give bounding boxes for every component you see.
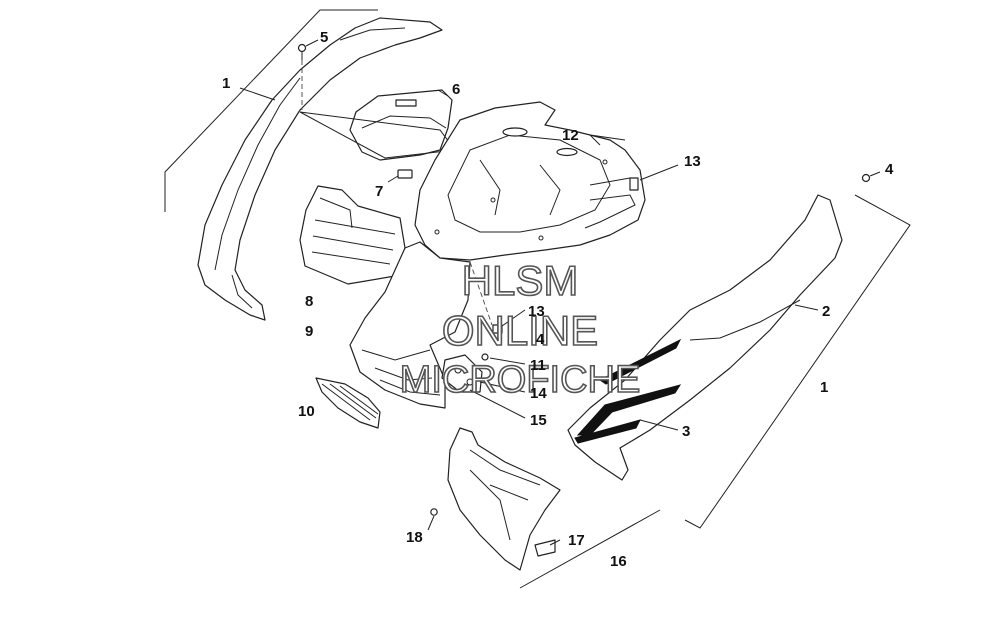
callout-3: 3: [682, 423, 690, 440]
part-5-screw: [297, 39, 319, 110]
part-13-clip-center: [492, 324, 503, 334]
part-14-bracket: [441, 354, 483, 393]
callout-2: 2: [822, 303, 830, 320]
watermark-line1: HLSM: [462, 257, 579, 304]
callout-7: 7: [375, 183, 383, 200]
callout-14: 14: [530, 385, 547, 402]
dash-center: [469, 261, 493, 326]
leader-11: [489, 357, 526, 365]
part-1-left-panel: [197, 17, 443, 321]
callout-12: 12: [562, 127, 579, 144]
callout-4-right: 4: [885, 161, 894, 178]
leader-1-left: [239, 87, 276, 101]
callout-1-left: 1: [222, 75, 230, 92]
part-9-front-panel: [349, 241, 471, 409]
watermark: HLSM ONLINE MICROFICHE: [399, 256, 641, 402]
callout-13-upper: 13: [684, 153, 701, 170]
callout-4-center: 4: [536, 331, 545, 348]
main-hood: [414, 101, 646, 261]
part-11-screw: [481, 353, 489, 361]
bracket-1-left: [164, 9, 378, 212]
part-18-screw: [430, 508, 438, 516]
callout-8: 8: [305, 293, 313, 310]
part-3-decal: [574, 338, 682, 444]
part-17-insert: [534, 539, 556, 557]
part-10-mesh: [315, 377, 381, 429]
part-8-vent: [299, 185, 406, 285]
callouts: 1 5 6 7 8 9 10 12 13 4 2 1 3 13 4 11 14 …: [222, 29, 894, 570]
callout-1-right: 1: [820, 379, 828, 396]
callout-18: 18: [406, 529, 423, 546]
leader-12: [588, 134, 626, 146]
watermark-line3: MICROFICHE: [400, 359, 641, 401]
bracket-1-right: [684, 194, 911, 529]
callout-16: 16: [610, 553, 627, 570]
part-13-clip-upper: [629, 164, 679, 191]
leader-17: [549, 539, 561, 546]
leader-18: [427, 515, 435, 531]
leader-2: [794, 304, 819, 311]
callout-6: 6: [452, 81, 460, 98]
callout-5: 5: [320, 29, 328, 46]
leader-13-center: [501, 309, 526, 327]
part-7-clip: [387, 169, 413, 183]
leader-3: [639, 419, 679, 431]
callout-15: 15: [530, 412, 547, 429]
callout-13-center: 13: [528, 303, 545, 320]
part-2-right-panel: [567, 194, 843, 481]
part-4-screw-right: [861, 171, 881, 183]
watermark-line2: ONLINE: [442, 307, 598, 354]
bracket-16: [519, 509, 661, 589]
leader-14: [479, 381, 526, 393]
callout-9: 9: [305, 323, 313, 340]
callout-10: 10: [298, 403, 315, 420]
callout-11: 11: [530, 357, 546, 374]
part-16-nose: [447, 427, 561, 571]
callout-17: 17: [568, 532, 585, 549]
leader-15: [469, 389, 526, 419]
